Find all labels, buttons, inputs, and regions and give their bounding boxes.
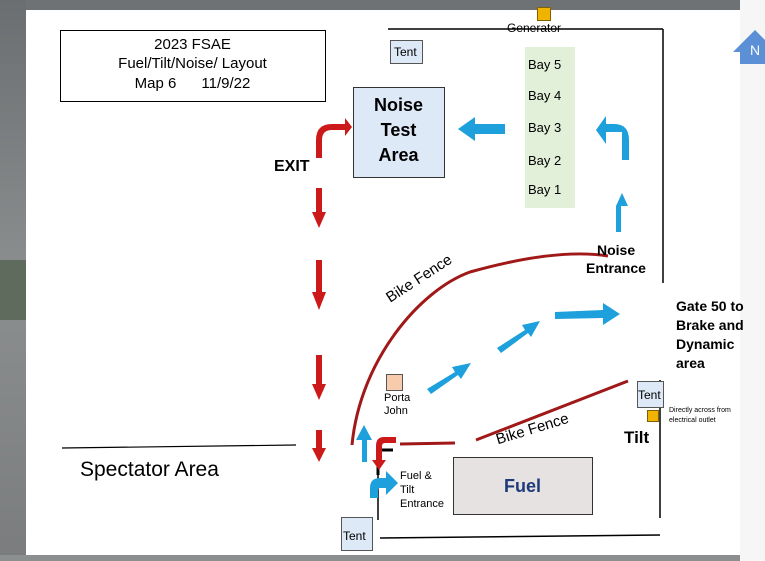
tent-bottom-label: Tent: [343, 529, 366, 543]
tent-top-label: Tent: [394, 45, 417, 59]
blue-flow-arrows: [356, 116, 629, 498]
porta-john-marker: [386, 374, 403, 391]
fuel-area: Fuel: [453, 457, 593, 515]
noise-bays: [525, 47, 575, 208]
gate-line-3: Dynamic: [676, 336, 735, 352]
tent-right: Tent: [637, 381, 664, 408]
tent-right-label: Tent: [638, 388, 661, 402]
generator-label: Generator: [507, 21, 562, 35]
arrow-fuel-entrance: [370, 471, 398, 498]
arrow-down-2: [312, 260, 326, 310]
arrow-diag-1: [497, 321, 540, 353]
arrow-bay-uturn: [596, 116, 629, 160]
porta-john-line-2: John: [384, 405, 408, 417]
spectator-area-label: Spectator Area: [80, 458, 219, 481]
bike-fence-upper: [350, 252, 609, 446]
gate-line-4: area: [676, 355, 705, 371]
bay-5: Bay 5: [528, 57, 562, 72]
tent-bottom: Tent: [341, 517, 373, 551]
north-label: N: [750, 42, 761, 58]
tilt-label: Tilt: [624, 428, 650, 447]
fuel-label: Fuel: [503, 476, 541, 496]
title-box: 2023 FSAE Fuel/Tilt/Noise/ Layout Map 6 …: [60, 30, 326, 102]
arrow-to-noise: [458, 117, 505, 141]
noise-area-line-1: Noise: [373, 95, 424, 115]
fuel-entrance-line-3: Entrance: [400, 498, 445, 510]
north-arrow-icon: [733, 30, 765, 64]
title-line-3: Map 6 11/9/22: [134, 75, 251, 92]
noise-area-line-3: Area: [378, 145, 419, 165]
bottom-boundary: [379, 534, 661, 539]
exit-label: EXIT: [274, 158, 310, 175]
fuel-entrance-line-2: Tilt: [400, 484, 415, 496]
red-exit-arrows: [312, 118, 396, 470]
noise-area-line-2: Test: [380, 120, 417, 140]
arrow-up-noise-entrance: [616, 193, 628, 232]
arrow-down-1: [312, 188, 326, 228]
tent-top: Tent: [390, 40, 423, 64]
arrow-down-3: [312, 355, 326, 400]
outlet-note-line-2: electrical outlet: [669, 417, 716, 424]
gate-line-2: Brake and: [676, 317, 744, 333]
bay-4: Bay 4: [528, 88, 562, 103]
gate-line-1: Gate 50 to: [676, 298, 744, 314]
electrical-outlet-marker: [647, 410, 659, 422]
arrow-diag-2: [427, 363, 471, 394]
arrow-down-4: [312, 430, 326, 462]
bike-fence-lower: [475, 379, 629, 442]
noise-entrance-line-2: Entrance: [586, 260, 646, 276]
noise-test-area: Noise Test Area: [353, 87, 445, 178]
porta-john-line-1: Porta: [384, 392, 411, 404]
spectator-line: [61, 444, 297, 449]
arrow-fuel-up: [356, 425, 372, 462]
arrow-to-gate: [555, 303, 620, 325]
title-line-2: Fuel/Tilt/Noise/ Layout: [118, 55, 267, 72]
arrow-exit-corner: [316, 124, 345, 145]
fuel-entrance-line-1: Fuel &: [400, 470, 432, 482]
noise-entrance-line-1: Noise: [597, 242, 636, 258]
bay-3: Bay 3: [528, 120, 562, 135]
arrow-fuel-exit: [372, 437, 396, 470]
bay-2: Bay 2: [528, 153, 562, 168]
generator-marker: [537, 7, 551, 21]
bike-fence-short: [399, 441, 456, 446]
bay-1: Bay 1: [528, 182, 562, 197]
outlet-note-line-1: Directly across from: [669, 407, 731, 414]
title-line-1: 2023 FSAE: [154, 36, 231, 53]
